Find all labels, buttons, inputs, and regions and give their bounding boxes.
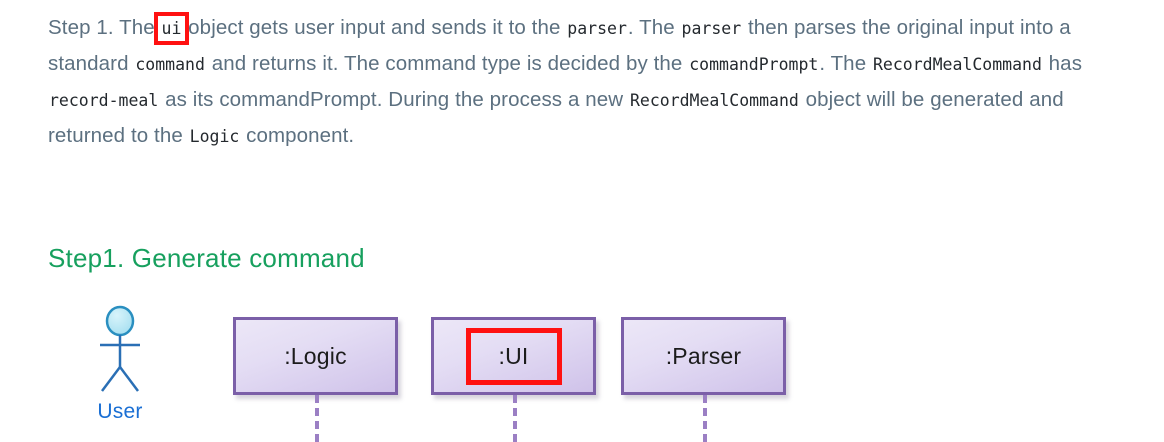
prose-text: . The bbox=[627, 16, 681, 39]
participant-box-logic[interactable]: :Logic bbox=[233, 317, 398, 395]
participant-logic[interactable]: :Logic bbox=[233, 317, 398, 395]
code-token-highlighted: ui bbox=[153, 12, 190, 45]
participant-ui[interactable]: :UI bbox=[431, 317, 596, 395]
code-token: parser bbox=[567, 19, 627, 38]
code-token: RecordMealCommand bbox=[629, 91, 799, 110]
participant-parser[interactable]: :Parser bbox=[621, 317, 786, 395]
prose-text: as its commandPrompt. During the process… bbox=[159, 88, 629, 111]
participant-label-ui: :UI bbox=[465, 327, 562, 385]
code-token: parser bbox=[681, 19, 742, 38]
sequence-diagram: User :Logic :UI :Parser bbox=[0, 290, 1164, 442]
stick-figure-icon bbox=[100, 305, 140, 392]
prose-text: Step 1. The bbox=[48, 16, 161, 39]
lifeline-ui bbox=[513, 395, 517, 442]
code-token: RecordMealCommand bbox=[873, 55, 1042, 74]
actor-user-icon bbox=[88, 305, 152, 395]
participant-box-ui[interactable]: :UI bbox=[431, 317, 596, 395]
lifeline-parser bbox=[703, 395, 707, 442]
page-title: Step1. Generate command bbox=[48, 243, 365, 273]
prose-text: has bbox=[1042, 52, 1083, 75]
participant-label-logic: :Logic bbox=[284, 342, 347, 369]
code-token: Logic bbox=[189, 127, 240, 146]
prose-text: . The bbox=[819, 52, 872, 75]
participant-label-parser: :Parser bbox=[665, 342, 742, 369]
prose-text: object will be generated and returned to… bbox=[48, 88, 1064, 147]
participant-box-parser[interactable]: :Parser bbox=[621, 317, 786, 395]
prose-text: then parses the original input into a st… bbox=[48, 16, 1071, 75]
explanation-paragraph: Step 1. The ui object gets user input an… bbox=[48, 10, 1103, 154]
prose-text: component. bbox=[240, 124, 355, 147]
actor-label: User bbox=[97, 400, 143, 423]
prose-text: and returns it. The command type is deci… bbox=[205, 52, 689, 75]
code-token: commandPrompt bbox=[689, 55, 819, 74]
prose-text: object gets user input and sends it to t… bbox=[182, 16, 567, 39]
code-token: record-meal bbox=[49, 91, 159, 110]
code-token: command bbox=[135, 55, 205, 74]
lifeline-logic bbox=[315, 395, 319, 442]
